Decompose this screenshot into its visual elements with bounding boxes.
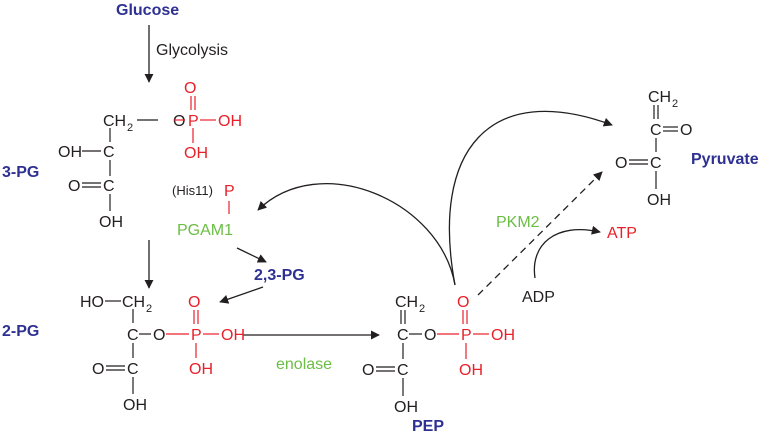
atp-label: ATP (607, 225, 637, 242)
pyruvate-bonds (629, 105, 678, 189)
svg-text:OH: OH (221, 327, 245, 344)
bpg23-to-pg2-arrow (219, 286, 264, 304)
pkm2-dashed-arrow (477, 171, 603, 296)
adp-label: ADP (522, 289, 555, 306)
svg-text:P: P (461, 327, 472, 344)
svg-text:O: O (92, 361, 104, 378)
svg-text:O: O (424, 327, 436, 344)
pg2-structure: HO CH 2 C O O C OH (80, 294, 165, 414)
enolase-label: enolase (276, 356, 332, 373)
pg3-label: 3-PG (2, 164, 39, 181)
svg-text:2: 2 (672, 98, 678, 110)
svg-text:O: O (615, 155, 627, 172)
svg-text:C: C (650, 122, 662, 139)
pg2-phosphate-bonds (166, 310, 219, 358)
svg-text:OH: OH (647, 192, 671, 209)
pg2-phosphate-group: O P OH OH (188, 294, 245, 378)
svg-text:C: C (650, 155, 662, 172)
svg-text:OH: OH (99, 214, 123, 231)
svg-text:O: O (184, 80, 196, 97)
svg-text:OH: OH (58, 144, 82, 161)
svg-text:P: P (191, 327, 202, 344)
svg-text:2: 2 (146, 303, 152, 315)
svg-text:OH: OH (123, 397, 147, 414)
pyruvate-label: Pyruvate (691, 151, 759, 168)
svg-text:O: O (680, 122, 692, 139)
glycolysis-label: Glycolysis (156, 42, 228, 59)
pgam1-to-bpg23-arrow (236, 247, 267, 263)
svg-text:C: C (397, 327, 409, 344)
pep-phosphate-group: O P OH OH (457, 294, 515, 379)
svg-text:O: O (68, 178, 80, 195)
pep-structure: CH 2 C O O C OH (362, 294, 436, 416)
svg-text:O: O (173, 113, 185, 130)
svg-text:C: C (127, 327, 139, 344)
svg-text:OH: OH (394, 399, 418, 416)
bpg23-label: 2,3-PG (254, 267, 305, 284)
svg-text:C: C (397, 362, 409, 379)
svg-text:CH: CH (395, 294, 418, 311)
svg-text:2: 2 (419, 303, 425, 315)
pg3-structure: CH 2 O OH C O C OH (58, 113, 185, 231)
svg-text:O: O (153, 327, 165, 344)
svg-text:O: O (457, 294, 469, 311)
his11-label: (His11) (172, 183, 213, 198)
svg-text:CH: CH (122, 294, 145, 311)
svg-text:2: 2 (127, 122, 133, 134)
adp-to-atp-curve-arrow (533, 225, 601, 279)
pathway-arrows (144, 25, 613, 340)
pgam1-label: PGAM1 (177, 222, 233, 239)
svg-text:OH: OH (189, 361, 213, 378)
svg-text:OH: OH (459, 362, 483, 379)
svg-text:OH: OH (184, 145, 208, 162)
pkm2-label: PKM2 (496, 214, 540, 231)
pyruvate-structure: CH 2 C O O C OH (615, 89, 692, 209)
svg-text:HO: HO (80, 294, 104, 311)
svg-text:O: O (188, 294, 200, 311)
pg3-phosphate-group: O P OH OH (184, 80, 242, 162)
svg-text:OH: OH (218, 113, 242, 130)
svg-text:C: C (103, 178, 115, 195)
glucose-label: Glucose (116, 2, 179, 19)
pg2-label: 2-PG (2, 323, 39, 340)
svg-text:OH: OH (491, 327, 515, 344)
pg2-bonds (105, 300, 151, 394)
pep-to-pyruvate-curve-arrow (448, 110, 613, 286)
svg-text:CH: CH (103, 113, 126, 130)
svg-text:C: C (127, 361, 139, 378)
his11-phosphate: P (224, 183, 235, 200)
pg3-bonds (82, 119, 158, 211)
pep-label: PEP (412, 418, 444, 435)
pep-bonds (376, 310, 422, 396)
svg-text:CH: CH (648, 89, 671, 106)
svg-text:P: P (188, 113, 199, 130)
pep-to-his11-curve-arrow (257, 183, 456, 286)
pep-phosphate-bonds (437, 310, 489, 359)
pg3-phosphate-bonds (174, 96, 216, 143)
svg-text:C: C (103, 144, 115, 161)
svg-text:O: O (362, 362, 374, 379)
